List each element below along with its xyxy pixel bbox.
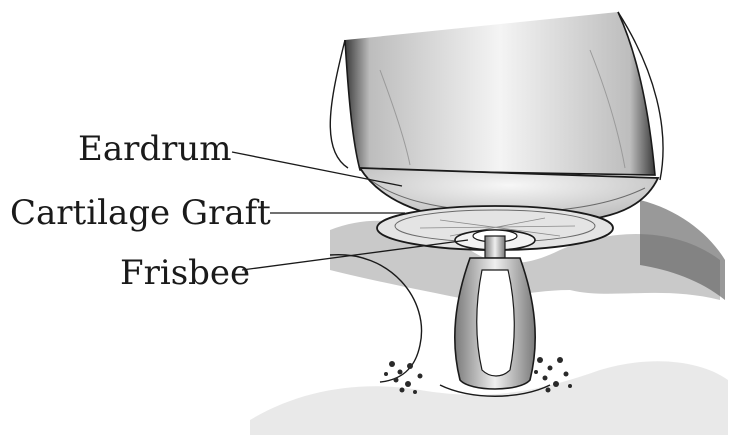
ear-canal (330, 12, 663, 180)
cartilage-graft-label: Cartilage Graft (10, 196, 271, 230)
eardrum-label: Eardrum (78, 132, 232, 166)
frisbee-label: Frisbee (120, 256, 250, 290)
